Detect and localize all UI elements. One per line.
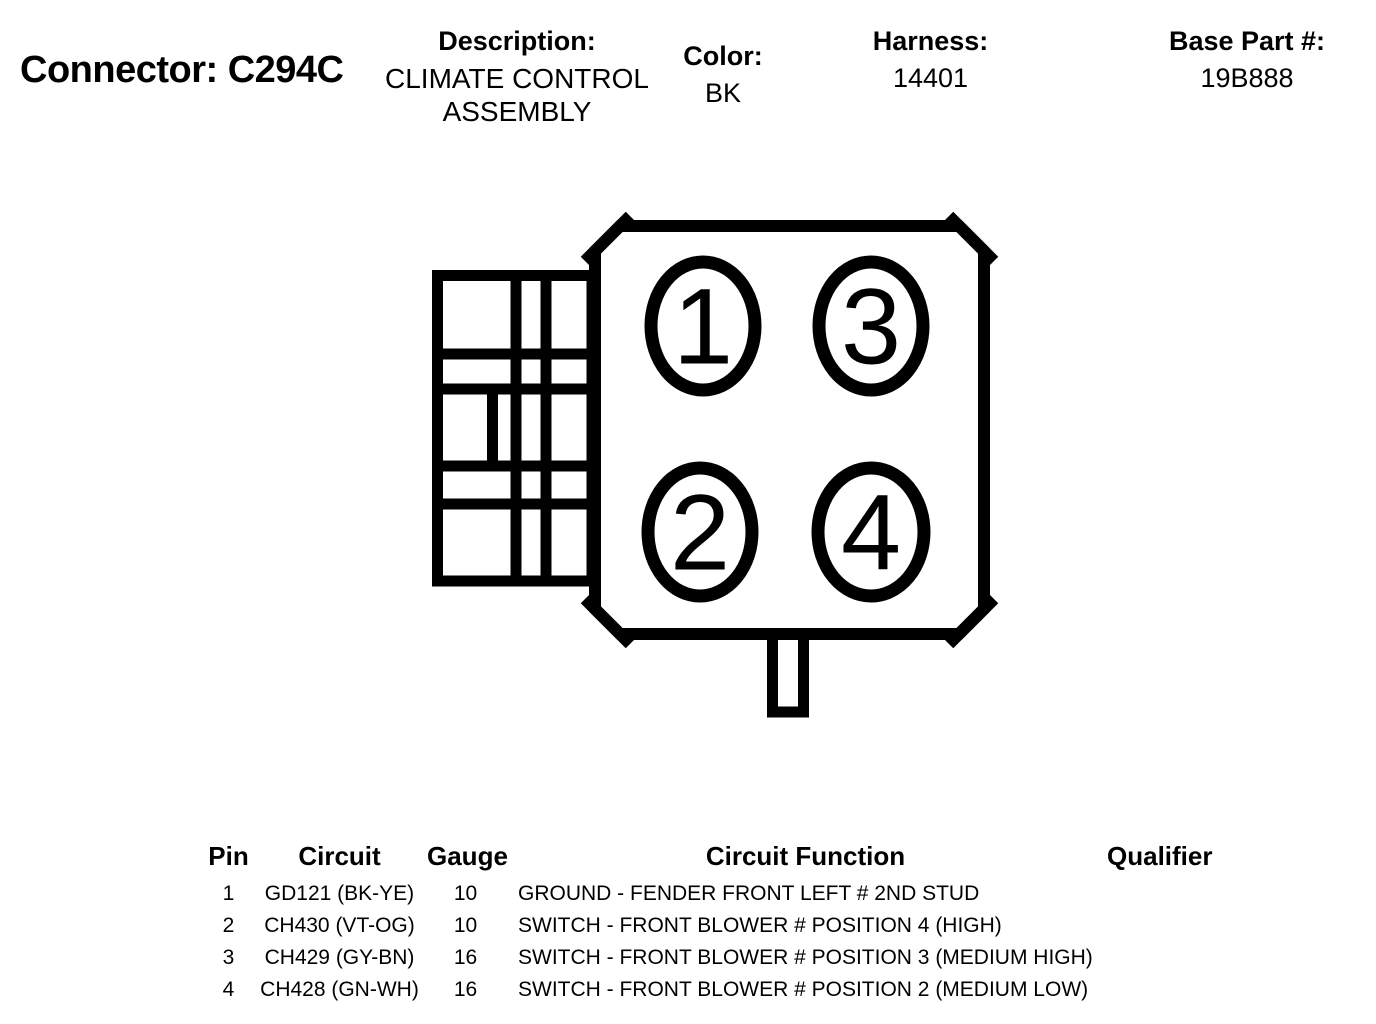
cell-circuit-function: SWITCH - FRONT BLOWER # POSITION 4 (HIGH…	[518, 914, 1002, 937]
header-circuit: Circuit	[298, 841, 381, 871]
table-row: 3 CH429 (GY-BN) 16 SWITCH - FRONT BLOWER…	[205, 942, 1210, 974]
cell-pin: 4	[222, 978, 235, 1001]
corner-notch-top-right	[944, 211, 999, 266]
pin-3-circle	[812, 255, 930, 397]
description-block: Description: CLIMATE CONTROL ASSEMBLY	[373, 26, 661, 128]
color-block: Color: BK	[648, 41, 798, 110]
pin-2-circle	[641, 461, 759, 603]
cell-circuit-function: SWITCH - FRONT BLOWER # POSITION 2 (MEDI…	[518, 978, 1089, 1001]
cell-qualifier	[1107, 942, 1210, 974]
wire-seal-grid	[432, 270, 598, 587]
harness-value: 14401	[892, 63, 969, 93]
header-qualifier: Qualifier	[1107, 841, 1213, 871]
header-pin: Pin	[208, 841, 249, 871]
cell-circuit-function: GROUND - FENDER FRONT LEFT # 2ND STUD	[518, 882, 980, 905]
cell-circuit: GD121 (BK-YE)	[264, 882, 415, 905]
cell-gauge: 10	[453, 914, 478, 937]
pin-4-circle	[811, 461, 931, 603]
table-row: 2 CH430 (VT-OG) 10 SWITCH - FRONT BLOWER…	[205, 910, 1210, 942]
cell-gauge: 16	[453, 946, 478, 969]
corner-notches	[580, 211, 999, 649]
index-tab	[767, 630, 809, 718]
corner-notch-bottom-right	[944, 594, 999, 649]
corner-notch-bottom-left	[580, 594, 635, 649]
pinout-table: Pin Circuit Gauge Circuit Function Quali…	[205, 834, 1213, 1006]
base-part-value: 19B888	[1200, 63, 1294, 93]
cell-circuit: CH430 (VT-OG)	[264, 914, 415, 937]
pin-3-number: 3	[841, 266, 901, 387]
cell-circuit: CH428 (GN-WH)	[260, 978, 419, 1001]
connector-diagram: 1 3 2 4	[432, 211, 999, 718]
corner-notch-top-left	[580, 211, 635, 266]
table-row: 1 GD121 (BK-YE) 10 GROUND - FENDER FRONT…	[205, 878, 1210, 910]
base-part-block: Base Part #: 19B888	[1128, 26, 1366, 95]
color-value: BK	[704, 78, 742, 108]
color-label: Color:	[683, 41, 763, 71]
cell-circuit-function: SWITCH - FRONT BLOWER # POSITION 3 (MEDI…	[518, 946, 1093, 969]
cell-gauge: 10	[453, 882, 478, 905]
cell-qualifier	[1107, 910, 1210, 942]
description-value: CLIMATE CONTROL ASSEMBLY	[385, 63, 649, 127]
harness-label: Harness:	[872, 26, 989, 56]
table-row: 4 CH428 (GN-WH) 16 SWITCH - FRONT BLOWER…	[205, 974, 1210, 1006]
table-header-row: Pin Circuit Gauge Circuit Function Quali…	[205, 834, 1213, 878]
cell-circuit: CH429 (GY-BN)	[264, 946, 415, 969]
page-title: Connector: C294C	[20, 49, 344, 91]
pin-2-number: 2	[670, 472, 730, 593]
description-label: Description:	[438, 26, 596, 56]
pin-1-number: 1	[673, 266, 733, 387]
header-gauge: Gauge	[427, 841, 508, 871]
header-circuit-function: Circuit Function	[705, 841, 906, 871]
cell-pin: 1	[222, 882, 235, 905]
cell-qualifier	[1107, 878, 1210, 910]
base-part-label: Base Part #:	[1168, 26, 1326, 56]
pin-4-number: 4	[841, 472, 901, 593]
cell-gauge: 16	[453, 978, 478, 1001]
cell-pin: 3	[222, 946, 235, 969]
cell-pin: 2	[222, 914, 235, 937]
cell-qualifier	[1107, 974, 1210, 1006]
harness-block: Harness: 14401	[838, 26, 1023, 95]
pin-1-circle	[644, 255, 762, 397]
